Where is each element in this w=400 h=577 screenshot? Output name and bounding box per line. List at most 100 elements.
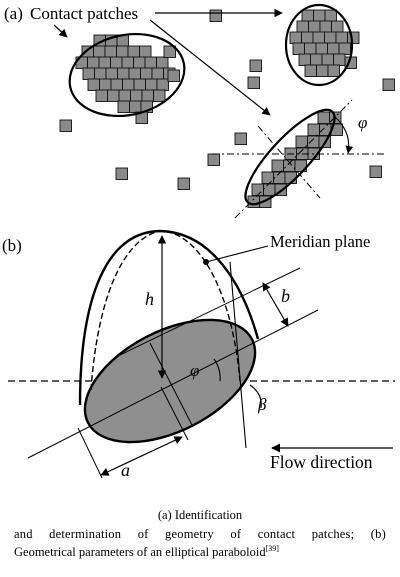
grid-square bbox=[94, 67, 107, 80]
grid-square bbox=[127, 45, 140, 58]
grid-square bbox=[292, 42, 305, 55]
grid-square bbox=[382, 78, 395, 91]
phi-label-a: φ bbox=[358, 113, 367, 132]
grid-square bbox=[335, 31, 348, 44]
leader-arrow-left bbox=[53, 24, 68, 38]
panel-b-label: (b) bbox=[2, 236, 22, 255]
grid-square bbox=[298, 53, 311, 66]
grid-square bbox=[145, 78, 158, 91]
grid-square bbox=[321, 53, 334, 66]
grid-square bbox=[129, 100, 142, 113]
grid-square bbox=[369, 165, 382, 178]
caption-line-1: (a) Identification bbox=[157, 508, 243, 522]
grid-square bbox=[331, 20, 344, 33]
a-extension-right bbox=[160, 386, 189, 441]
grid-square bbox=[234, 132, 247, 145]
b-arrow bbox=[262, 282, 289, 327]
flow-direction-label: Flow direction bbox=[270, 452, 373, 472]
grid-square bbox=[82, 67, 95, 80]
grid-square bbox=[99, 78, 112, 91]
grid-square bbox=[324, 31, 337, 44]
beta-label: β bbox=[257, 395, 267, 414]
grid-square bbox=[338, 42, 351, 55]
h-label: h bbox=[145, 289, 154, 309]
grid-square bbox=[93, 45, 106, 58]
grid-square bbox=[247, 195, 260, 208]
meridian-curve bbox=[90, 230, 241, 391]
grid-square bbox=[87, 78, 100, 91]
grid-square bbox=[115, 167, 128, 180]
caption-line-3-text: Geometrical parameters of an elliptical … bbox=[14, 545, 266, 559]
grid-square bbox=[249, 59, 262, 72]
grid-square bbox=[167, 69, 180, 82]
grid-square bbox=[251, 183, 264, 196]
caption-reference: [39] bbox=[265, 543, 279, 553]
grid-square bbox=[347, 31, 360, 44]
panel-a: (a) Contact patches φ bbox=[4, 3, 395, 219]
minor-axis-line bbox=[149, 342, 193, 426]
grid-square bbox=[312, 31, 325, 44]
grid-square bbox=[110, 78, 123, 91]
grid-square bbox=[116, 45, 129, 58]
grid-square bbox=[104, 45, 117, 58]
panel-b: (b) h b a φ β Me bbox=[2, 229, 395, 480]
grid-square bbox=[333, 53, 346, 66]
grid-square bbox=[133, 56, 146, 69]
meridian-leader bbox=[205, 245, 269, 263]
grid-square bbox=[151, 67, 164, 80]
grid-square bbox=[295, 135, 308, 148]
beta-angle-arc bbox=[249, 384, 262, 409]
grid-square bbox=[133, 78, 146, 91]
grid-square bbox=[308, 20, 321, 33]
grid-square bbox=[301, 9, 314, 22]
grid-square bbox=[117, 67, 130, 80]
grid-square bbox=[316, 64, 329, 77]
major-axis-line bbox=[27, 309, 319, 459]
grid-square bbox=[307, 135, 320, 148]
grid-square bbox=[261, 171, 274, 184]
patch-top-right-ellipse bbox=[284, 3, 354, 87]
grid-square bbox=[310, 53, 323, 66]
grid-square bbox=[301, 31, 314, 44]
grid-square bbox=[319, 20, 332, 33]
grid-square bbox=[304, 42, 317, 55]
grid-square bbox=[296, 20, 309, 33]
grid-square bbox=[130, 89, 143, 102]
contact-patches-label: Contact patches bbox=[30, 4, 138, 23]
grid-square bbox=[327, 42, 340, 55]
grid-square bbox=[98, 56, 111, 69]
a-arrow bbox=[100, 436, 183, 476]
grid-square bbox=[128, 67, 141, 80]
scattered-squares bbox=[59, 9, 395, 190]
grid-square bbox=[209, 9, 222, 22]
patch-top-right-squares bbox=[289, 9, 360, 77]
grid-square bbox=[289, 31, 302, 44]
grid-square bbox=[117, 100, 130, 113]
grid-square bbox=[144, 56, 157, 69]
grid-square bbox=[153, 89, 166, 102]
grid-square bbox=[59, 119, 72, 132]
grid-square bbox=[156, 56, 169, 69]
grid-square bbox=[307, 123, 320, 136]
caption-line-2: and determination of geometry of contact… bbox=[14, 527, 386, 541]
grid-square bbox=[87, 56, 100, 69]
grid-square bbox=[327, 64, 340, 77]
meridian-plane-label: Meridian plane bbox=[270, 232, 370, 251]
leader-arrow-inclined bbox=[149, 19, 271, 116]
grid-square bbox=[107, 89, 120, 102]
patch-inclined-ellipse bbox=[244, 108, 336, 206]
b-label: b bbox=[281, 286, 290, 306]
grid-square bbox=[271, 159, 284, 172]
phi-angle-arc-b bbox=[213, 358, 221, 382]
grid-square bbox=[304, 64, 317, 77]
grid-square bbox=[313, 9, 326, 22]
grid-square bbox=[163, 45, 176, 58]
panel-a-label: (a) bbox=[4, 4, 23, 23]
grid-square bbox=[247, 76, 260, 89]
phi-angle-arc bbox=[333, 115, 354, 154]
inclined-minor-axis bbox=[257, 125, 321, 199]
grid-square bbox=[317, 111, 330, 124]
a-label: a bbox=[121, 460, 130, 480]
caption-line-3: Geometrical parameters of an elliptical … bbox=[14, 543, 386, 561]
a-extension-left bbox=[77, 427, 103, 479]
